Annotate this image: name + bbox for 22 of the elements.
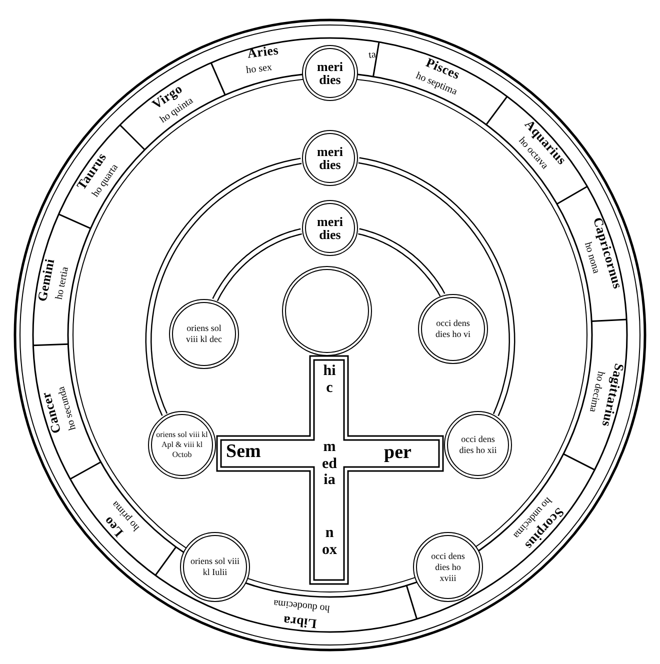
circle-label: occi dens dies ho xviii bbox=[430, 550, 466, 584]
sign-name: Aries bbox=[246, 42, 280, 62]
circle-label: meri dies bbox=[316, 215, 344, 241]
hour-label: ho sex bbox=[245, 61, 273, 78]
circle-label: occi dens dies ho xii bbox=[458, 434, 498, 456]
cross-word: nox bbox=[322, 525, 337, 558]
circle-label: meri dies bbox=[316, 145, 344, 171]
double-arc-line bbox=[212, 228, 302, 302]
circle-label: oriens sol viii kl Apl & viii kl Octob bbox=[155, 430, 209, 460]
double-arc-line bbox=[358, 228, 446, 296]
cross-word: media bbox=[322, 439, 337, 488]
circle-label: meri dies bbox=[316, 60, 344, 86]
circle-label: oriens sol viii kl Iulii bbox=[190, 556, 240, 578]
circle-label: occi dens dies ho vi bbox=[434, 318, 472, 340]
cross-word: hic bbox=[322, 363, 337, 396]
double-arc-line bbox=[358, 157, 516, 416]
sign-name: Libra bbox=[282, 612, 318, 632]
hour-label: ta bbox=[368, 48, 377, 64]
hour-label: ho duodecima bbox=[272, 596, 330, 616]
circle-label: oriens sol viii kl dec bbox=[185, 323, 223, 345]
cross-word: per bbox=[384, 442, 412, 464]
cross-word: Sem bbox=[226, 441, 261, 463]
